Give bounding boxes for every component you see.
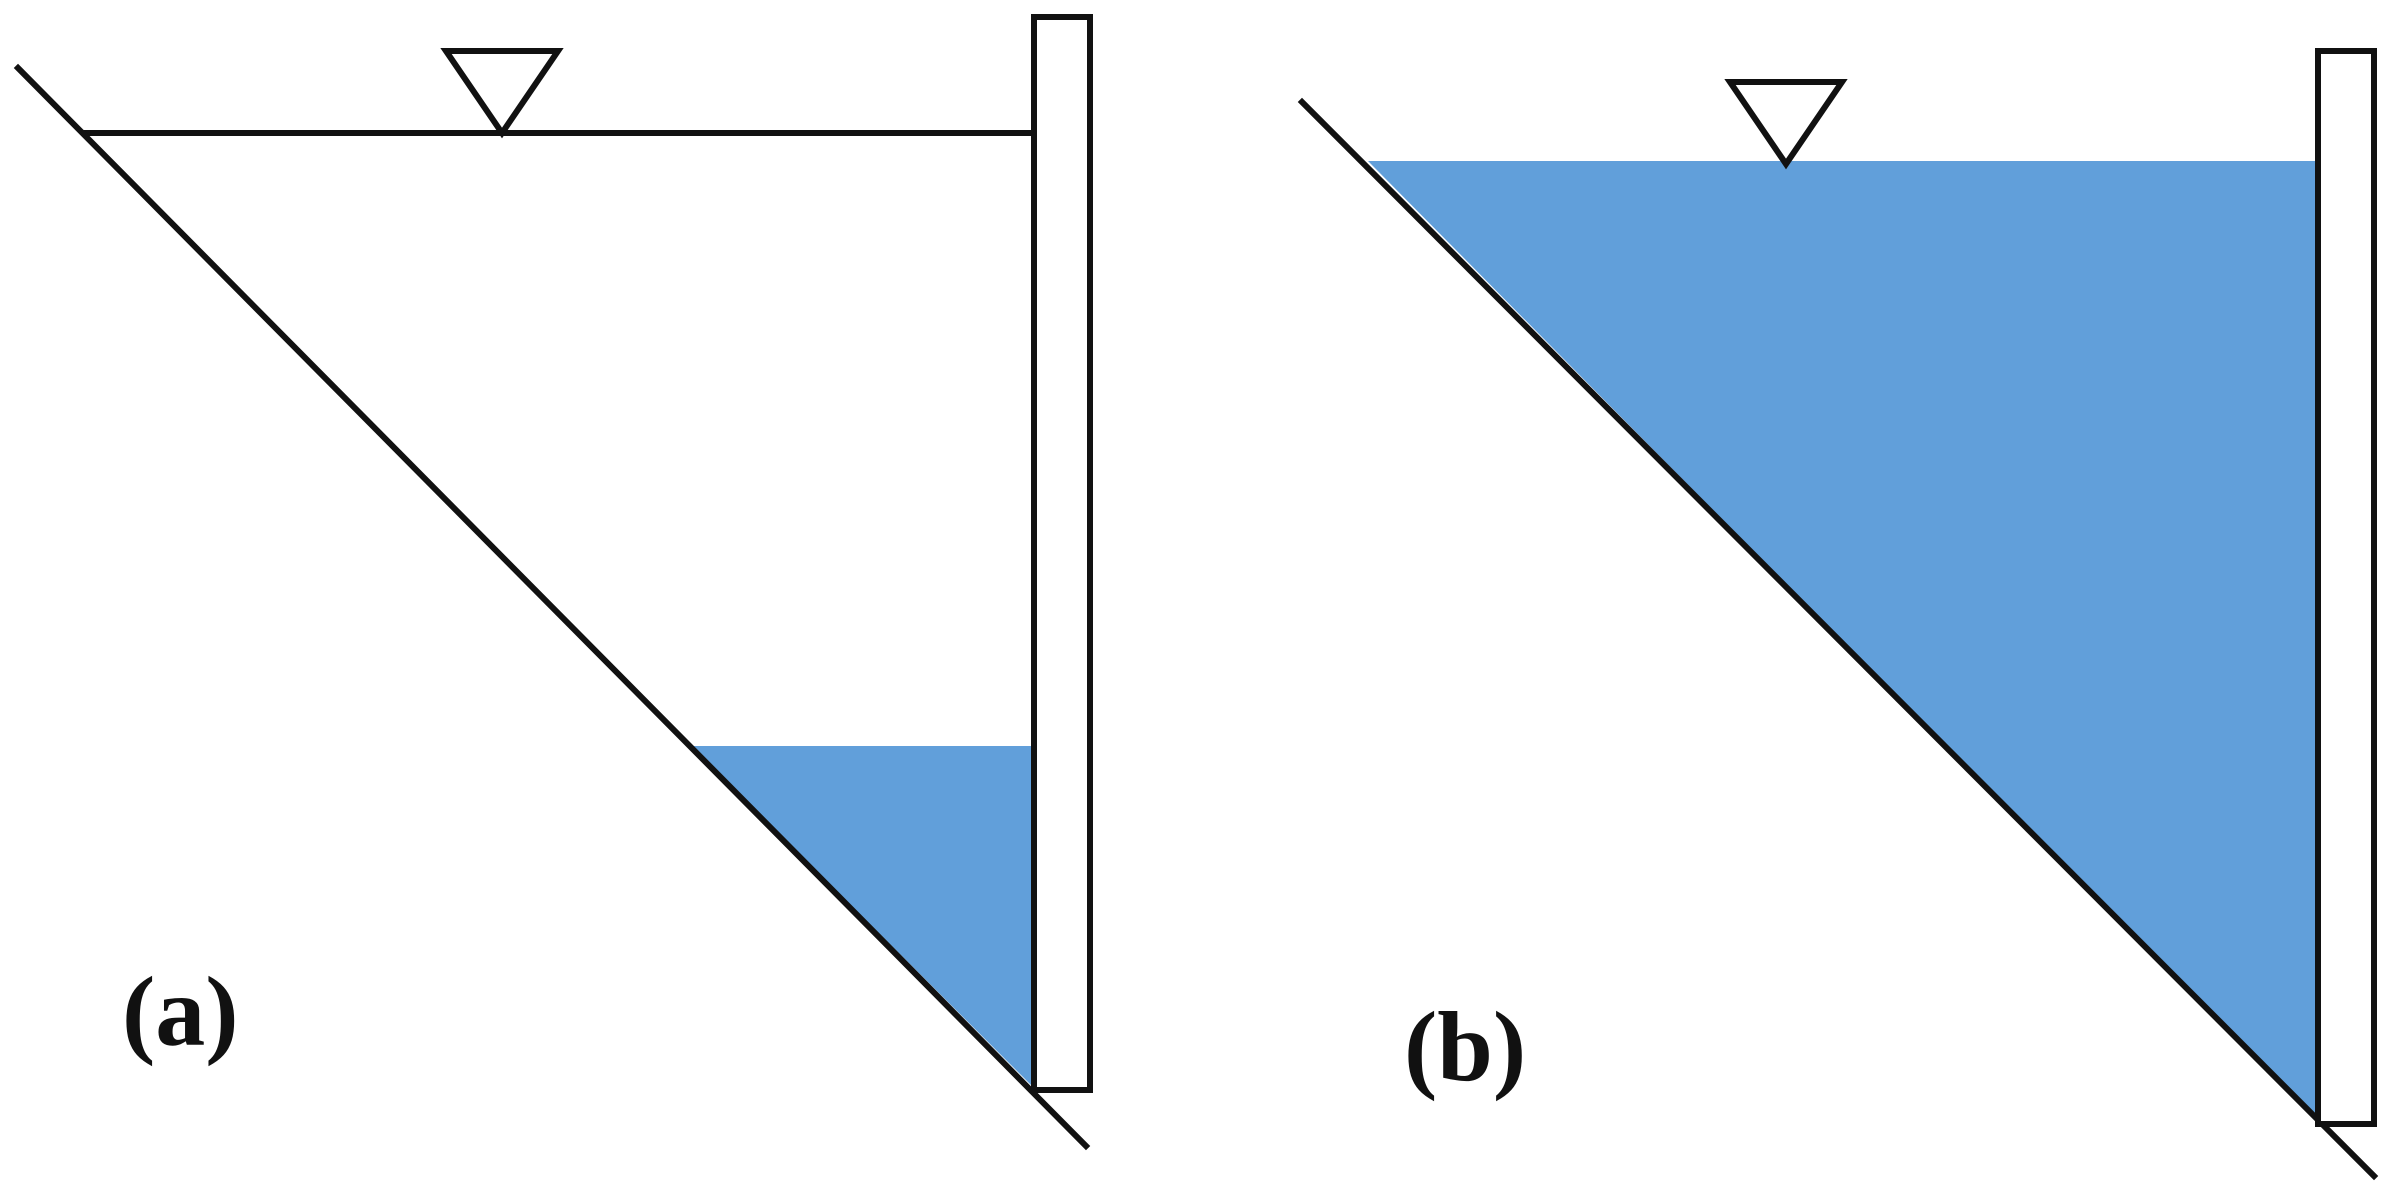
panel-a-wall (1031, 14, 1093, 1093)
panel-a-label: (a) (122, 956, 239, 1067)
panel-b: (b) (1297, 48, 2379, 1181)
panel-b-wall (2315, 48, 2377, 1127)
panel-a: (a) (13, 14, 1093, 1151)
panel-a-water-level-icon (440, 48, 564, 139)
panel-b-water-level-icon (1724, 79, 1848, 170)
panel-b-slope-line (1297, 97, 2379, 1181)
panel-a-slope-line (13, 63, 1091, 1151)
panel-b-label: (b) (1404, 991, 1526, 1102)
